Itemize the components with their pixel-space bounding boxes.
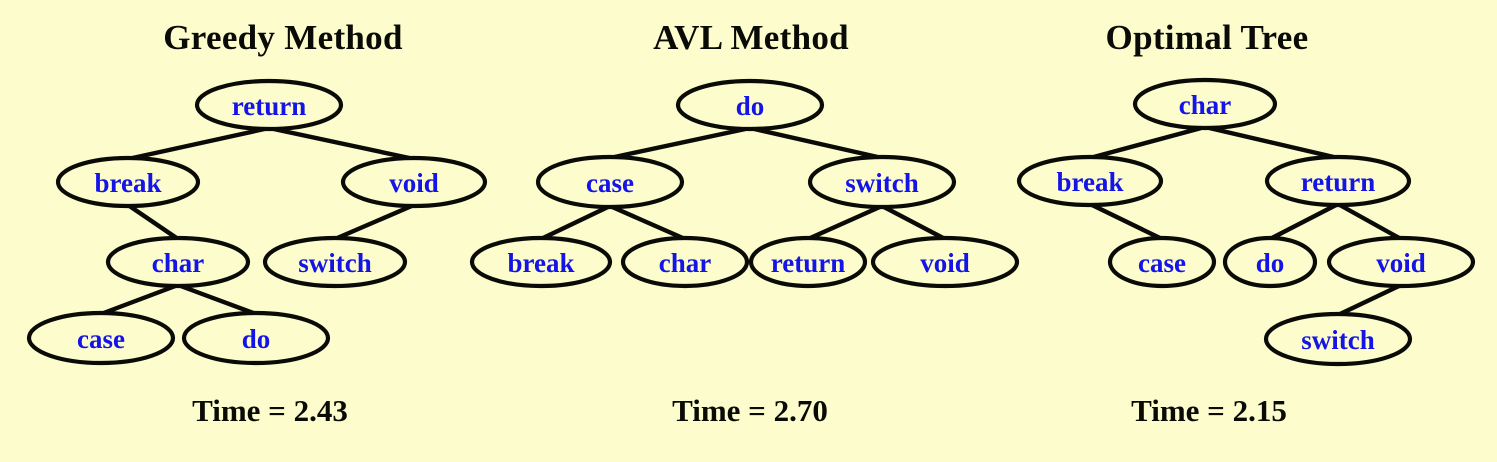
node-label: void	[920, 248, 970, 278]
panel-title-avl: AVL Method	[653, 18, 849, 57]
tree-edge	[879, 203, 948, 242]
tree-node[interactable]: switch	[1263, 311, 1413, 367]
tree-node[interactable]: char	[105, 235, 251, 289]
tree-node[interactable]: case	[535, 154, 685, 210]
tree-node[interactable]: do	[675, 78, 825, 132]
node-label: do	[736, 91, 765, 121]
tree-edges-layer	[98, 124, 1404, 318]
tree-edge	[1087, 124, 1208, 161]
tree-node[interactable]: char	[620, 235, 750, 289]
time-label-avl: Time = 2.70	[672, 393, 828, 428]
tree-edge	[1267, 201, 1341, 242]
node-label: return	[232, 91, 307, 121]
node-ellipse	[675, 78, 825, 132]
tree-edge	[607, 125, 753, 161]
node-ellipse	[1132, 77, 1278, 131]
tree-edge	[125, 125, 272, 162]
node-ellipse	[870, 235, 1020, 289]
tree-edge	[125, 202, 181, 242]
tree-edge	[1335, 282, 1404, 318]
node-label: do	[1256, 248, 1285, 278]
tree-edge	[1335, 201, 1404, 242]
node-ellipse	[748, 235, 868, 289]
node-ellipse	[1264, 154, 1412, 208]
tree-node[interactable]: return	[194, 78, 344, 132]
tree-nodes-layer: return break void char switch case do do case swi…	[26, 77, 1476, 367]
tree-edge	[538, 203, 613, 242]
node-ellipse	[1107, 235, 1217, 289]
panel-title-optimal: Optimal Tree	[1105, 18, 1309, 57]
node-ellipse	[535, 154, 685, 210]
tree-node[interactable]: char	[1132, 77, 1278, 131]
node-label: char	[1179, 90, 1232, 120]
tree-node[interactable]: return	[748, 235, 868, 289]
node-ellipse	[1263, 311, 1413, 367]
panel-title-greedy: Greedy Method	[163, 18, 403, 57]
node-ellipse	[181, 310, 331, 366]
node-ellipse	[340, 155, 488, 209]
node-label: case	[586, 168, 634, 198]
node-label: void	[389, 168, 439, 198]
tree-edge	[266, 125, 417, 162]
node-ellipse	[55, 155, 201, 209]
node-label: return	[771, 248, 846, 278]
tree-node[interactable]: do	[181, 310, 331, 366]
node-ellipse	[105, 235, 251, 289]
node-ellipse	[194, 78, 344, 132]
node-ellipse	[262, 235, 408, 289]
tree-node[interactable]: break	[469, 235, 613, 289]
tree-node[interactable]: switch	[807, 154, 957, 210]
node-ellipse	[620, 235, 750, 289]
tree-node[interactable]: do	[1222, 235, 1318, 289]
node-label: break	[507, 248, 574, 278]
tree-node[interactable]: break	[55, 155, 201, 209]
tree-node[interactable]: return	[1264, 154, 1412, 208]
tree-edge	[607, 203, 688, 242]
tree-node[interactable]: switch	[262, 235, 408, 289]
tree-node[interactable]: void	[1326, 235, 1476, 289]
node-label: char	[659, 248, 712, 278]
node-label: do	[242, 324, 271, 354]
tree-node[interactable]: void	[340, 155, 488, 209]
node-label: switch	[298, 248, 372, 278]
tree-edge	[1202, 124, 1341, 161]
node-ellipse	[469, 235, 613, 289]
node-ellipse	[807, 154, 957, 210]
tree-node[interactable]: void	[870, 235, 1020, 289]
tree-edge	[1087, 201, 1165, 242]
node-label: case	[77, 324, 125, 354]
node-label: switch	[845, 168, 919, 198]
time-label-greedy: Time = 2.43	[192, 393, 348, 428]
node-label: char	[152, 248, 205, 278]
tree-edge	[332, 202, 417, 242]
node-label: break	[94, 168, 161, 198]
node-ellipse	[1326, 235, 1476, 289]
tree-node[interactable]: case	[26, 310, 176, 366]
tree-edge	[98, 282, 181, 317]
node-ellipse	[1222, 235, 1318, 289]
node-label: return	[1301, 167, 1376, 197]
node-label: break	[1056, 167, 1123, 197]
tree-node[interactable]: break	[1016, 154, 1164, 208]
node-ellipse	[26, 310, 176, 366]
tree-edge	[805, 203, 885, 242]
time-label-optimal: Time = 2.15	[1131, 393, 1287, 428]
tree-edge	[175, 282, 259, 317]
tree-edge	[747, 125, 885, 161]
node-ellipse	[1016, 154, 1164, 208]
node-label: case	[1138, 248, 1186, 278]
tree-node[interactable]: case	[1107, 235, 1217, 289]
node-label: switch	[1301, 325, 1375, 355]
node-label: void	[1376, 248, 1426, 278]
